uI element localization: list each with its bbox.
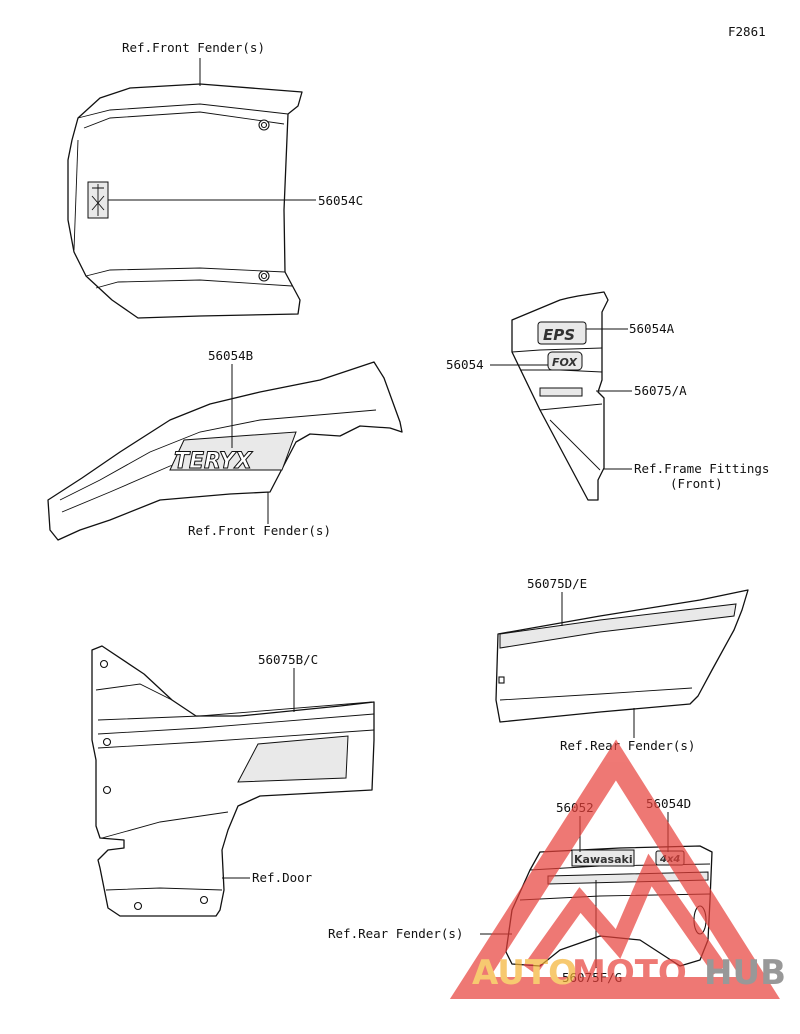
decal-56075DE bbox=[499, 603, 737, 649]
callout-56054A: 56054A bbox=[629, 321, 675, 336]
front-fender-side-part: TERYX bbox=[47, 361, 403, 541]
watermark-triangle-outer bbox=[449, 739, 780, 999]
decal-56054 bbox=[547, 351, 583, 371]
front-fender-top-part bbox=[67, 83, 303, 319]
callout-front-fender-top: Ref.Front Fender(s) bbox=[122, 40, 265, 55]
rear-fender-panel-part bbox=[495, 589, 749, 723]
decal-56054B bbox=[169, 431, 297, 471]
decal-56075A bbox=[539, 387, 583, 397]
watermark-text-auto: AUTO bbox=[472, 953, 577, 993]
callout-frame-fittings-2: (Front) bbox=[670, 476, 723, 491]
door-part bbox=[91, 645, 375, 917]
teryx-decal-text: TERYX bbox=[174, 449, 253, 474]
watermark-logo: AUTO MOTO HUB bbox=[449, 739, 786, 999]
callout-56054C: 56054C bbox=[318, 193, 363, 208]
door-window-decal bbox=[237, 735, 349, 783]
figure-code: F2861 bbox=[728, 24, 766, 39]
callout-front-fender-bottom: Ref.Front Fender(s) bbox=[188, 523, 331, 538]
callout-56054B: 56054B bbox=[208, 348, 253, 363]
callout-frame-fittings-1: Ref.Frame Fittings bbox=[634, 461, 769, 476]
callout-56054: 56054 bbox=[446, 357, 484, 372]
decal-56054A bbox=[537, 321, 587, 345]
fox-decal-text: FOX bbox=[552, 356, 577, 369]
watermark-text-hub: HUB bbox=[704, 953, 786, 993]
kawasaki-decal-text: Kawasaki bbox=[574, 853, 633, 866]
callout-56075A: 56075/A bbox=[634, 383, 687, 398]
watermark-triangle-inner bbox=[523, 853, 727, 975]
callout-rear-fender-1: Ref.Rear Fender(s) bbox=[560, 738, 695, 753]
watermark-text-moto: MOTO bbox=[572, 953, 687, 993]
callout-door: Ref.Door bbox=[252, 870, 313, 885]
callout-rear-fender-2: Ref.Rear Fender(s) bbox=[328, 926, 463, 941]
eps-decal-text: EPS bbox=[543, 326, 575, 344]
callout-56075DE: 56075D/E bbox=[527, 576, 587, 591]
callout-56075BC: 56075B/C bbox=[258, 652, 318, 667]
decal-56052 bbox=[571, 849, 635, 867]
frame-fittings-front-part: EPS FOX bbox=[511, 291, 609, 501]
